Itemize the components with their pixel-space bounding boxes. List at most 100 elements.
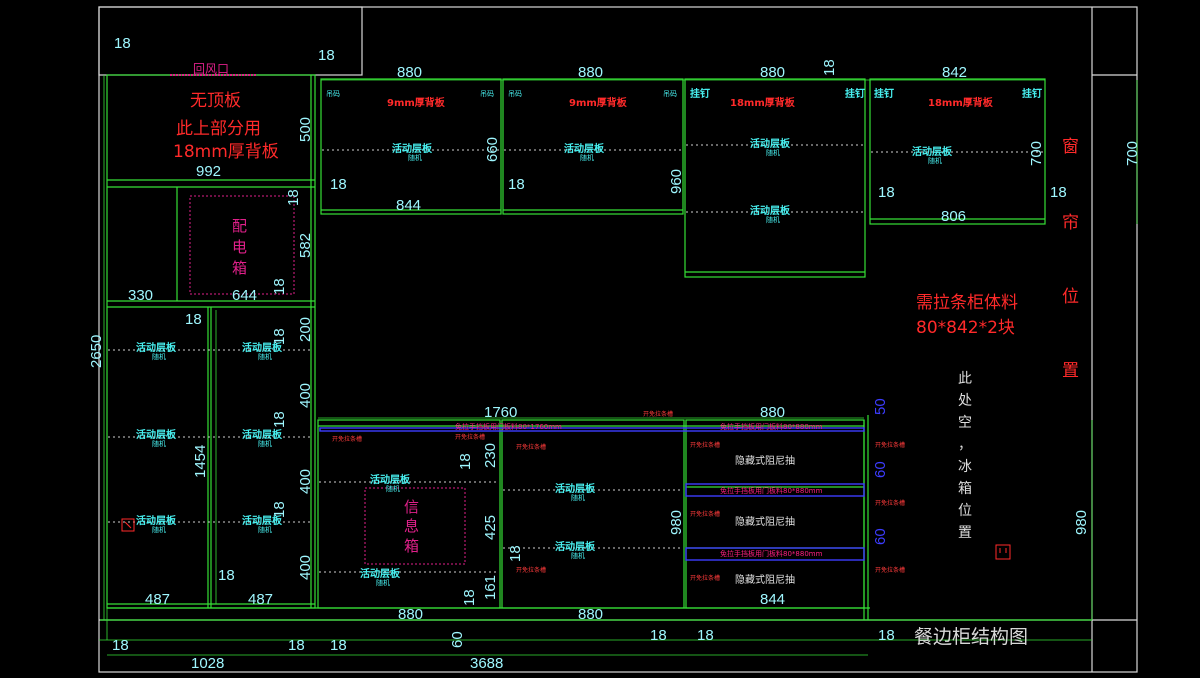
dim-label: 18 (878, 184, 895, 201)
dim-label: 400 (297, 555, 314, 580)
shelf-label: 活动层板 (242, 514, 283, 527)
dim-label: 880 (397, 64, 422, 81)
dim-label: 18 (271, 278, 288, 295)
shelf-label: 活动层板 (750, 137, 791, 150)
dim-label: 60 (449, 631, 466, 648)
dim-label: 18 (271, 501, 288, 518)
lower-cabinet-notes: 免拉手挡板用门板料80*1760mm 免拉手挡板用门板料80*880mm 免拉手… (332, 410, 905, 586)
dim-label: 1028 (191, 655, 224, 672)
svg-text:箱: 箱 (232, 259, 247, 277)
svg-text:帘: 帘 (1062, 213, 1079, 233)
dim-label: 400 (297, 469, 314, 494)
dim-label: 18 (821, 59, 838, 76)
drawer-label: 隐藏式阻尼抽 (735, 573, 795, 586)
dim-label: 18 (330, 637, 347, 654)
dim-label: 18 (457, 453, 474, 470)
shelf-sub-label: 随机 (258, 525, 272, 534)
shelf-sub-label: 随机 (571, 493, 585, 502)
handle-strips (319, 427, 865, 561)
back-18-note: 18mm厚背板 (173, 142, 279, 162)
shelf-label: 活动层板 (136, 514, 177, 527)
dim-label: 842 (942, 64, 967, 81)
slot-note: 开免拉条槽 (516, 566, 546, 574)
dim-label: 230 (482, 443, 499, 468)
hanger-label: 挂钉 (1022, 87, 1042, 100)
dim-label: 500 (297, 117, 314, 142)
dim-label: 960 (668, 169, 685, 194)
shelf-sub-label: 随机 (580, 153, 594, 162)
back-panel-label: 18mm厚背板 (928, 96, 994, 109)
dim-label: 18 (112, 637, 129, 654)
dim-label: 18 (878, 627, 895, 644)
back-panel-label: 9mm厚背板 (387, 96, 446, 109)
dim-label: 880 (760, 404, 785, 421)
dim-label: 880 (760, 64, 785, 81)
dim-label: 200 (297, 317, 314, 342)
shelf-label: 活动层板 (242, 428, 283, 441)
dim-label: 1454 (192, 445, 209, 478)
socket-icon (121, 518, 135, 532)
dim-label: 844 (396, 197, 421, 214)
dim-label: 487 (145, 591, 170, 608)
shelf-sub-label: 随机 (258, 439, 272, 448)
handle-free-note: 免拉手挡板用门板料80*1760mm (455, 422, 562, 431)
info-box-label: 信 息 箱 (404, 498, 419, 555)
dim-label: 18 (271, 411, 288, 428)
shelf-sub-label: 随机 (152, 352, 166, 361)
svg-text:置: 置 (958, 525, 972, 541)
shelf-label: 活动层板 (136, 428, 177, 441)
svg-text:息: 息 (404, 517, 419, 535)
back-panel-label: 18mm厚背板 (730, 96, 796, 109)
handle-free-note: 免拉手挡板用门板料80*880mm (720, 422, 823, 431)
hang-label: 吊码 (326, 90, 340, 98)
slot-note: 开免拉条槽 (332, 435, 362, 443)
shelf-sub-label: 随机 (928, 156, 942, 165)
dim-label: 980 (1073, 510, 1090, 535)
svg-text:窗: 窗 (1062, 137, 1079, 157)
drawing-title: 餐边柜结构图 (914, 626, 1028, 648)
dim-label: 3688 (470, 655, 503, 672)
svg-text:冰: 冰 (958, 459, 972, 475)
slot-note: 开免拉条槽 (455, 433, 485, 441)
dim-label: 2650 (88, 335, 105, 368)
drawer-label: 隐藏式阻尼抽 (735, 515, 795, 528)
dim-label: 60 (872, 528, 889, 545)
hanger-label: 挂钉 (874, 87, 894, 100)
svg-text:箱: 箱 (404, 537, 419, 555)
svg-text:信: 信 (404, 498, 419, 516)
dim-label: 18 (271, 328, 288, 345)
shelf-label: 活动层板 (912, 145, 953, 158)
slot-note: 开免拉条槽 (516, 443, 546, 451)
dim-label: 880 (578, 64, 603, 81)
dim-label: 400 (297, 383, 314, 408)
shelf-label: 活动层板 (392, 142, 433, 155)
pull-strip-size: 80*842*2块 (916, 318, 1015, 338)
electric-box-label: 配 电 箱 (232, 217, 247, 277)
dim-label: 18 (114, 35, 131, 52)
handle-free-note: 免拉手挡板用门板料80*880mm (720, 549, 823, 558)
hang-label: 吊码 (663, 90, 677, 98)
dim-label: 980 (668, 510, 685, 535)
shelf-label: 活动层板 (370, 473, 411, 486)
shelf-label: 活动层板 (750, 204, 791, 217)
shelf-sub-label: 随机 (571, 551, 585, 560)
dim-label: 487 (248, 591, 273, 608)
fridge-position-label: 此 处 空 ， 冰 箱 位 置 (958, 371, 972, 541)
shelf-label: 活动层板 (555, 540, 596, 553)
slot-note: 开免拉条槽 (643, 410, 673, 418)
svg-text:箱: 箱 (958, 481, 972, 497)
dim-label: 18 (507, 545, 524, 562)
slot-note: 开免拉条槽 (690, 574, 720, 582)
svg-text:处: 处 (958, 393, 972, 409)
svg-text:空: 空 (958, 415, 972, 431)
back-panel-label: 9mm厚背板 (569, 96, 628, 109)
shelf-sub-label: 随机 (408, 153, 422, 162)
socket-icon (995, 544, 1011, 560)
svg-text:配: 配 (232, 217, 247, 235)
shelf-label: 活动层板 (555, 482, 596, 495)
dim-label: 844 (760, 591, 785, 608)
dim-label: 18 (318, 47, 335, 64)
dim-label: 50 (872, 398, 889, 415)
dim-label: 18 (285, 189, 302, 206)
